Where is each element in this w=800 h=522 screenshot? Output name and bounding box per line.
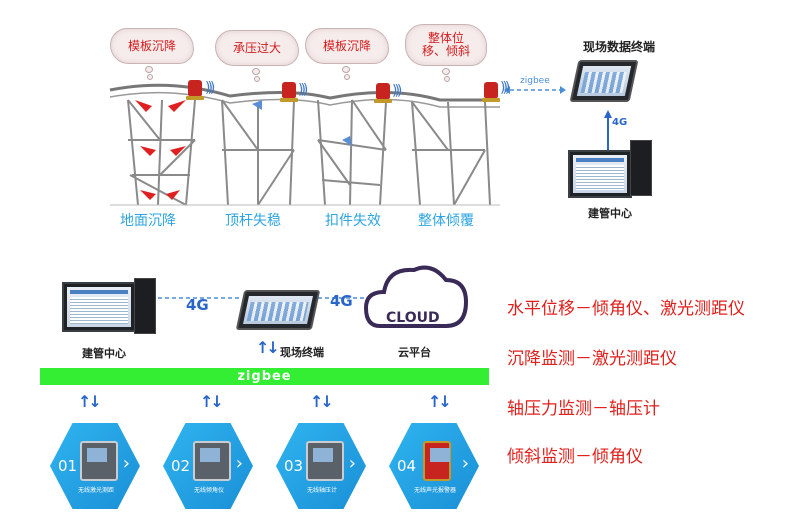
device-hex-1: 01 › 无线激光测距 (50, 423, 140, 509)
field-terminal-tablet (569, 60, 639, 102)
up-down-arrows-icon: ↑↓ (428, 392, 452, 411)
zigbee-link-label: zigbee (520, 76, 550, 86)
chevron-right-icon: › (122, 453, 130, 474)
cloud-logo-text: CLOUD (386, 310, 440, 326)
thought-cloud-1: 模板沉降 (110, 28, 194, 64)
terminal-label: 现场数据终端 (583, 40, 656, 54)
device-hex-3: 03 › 无线轴压计 (276, 423, 366, 509)
center-tower (134, 278, 156, 334)
link-4g-right: 4G (330, 292, 353, 310)
center-tower (630, 140, 652, 196)
device-hex-2: 02 › 无线倾角仪 (163, 423, 253, 509)
up-down-arrows-icon: ↑↓ (310, 392, 334, 411)
scene-label: 整体倾覆 (418, 213, 474, 229)
chevron-right-icon: › (461, 453, 469, 474)
thought-cloud-4: 整体位移、倾斜 (405, 24, 487, 66)
link-4g-label: 4G (612, 117, 628, 128)
center-monitor (62, 282, 136, 332)
wireless-signal-icon: ))) (500, 80, 511, 96)
zigbee-bus: zigbee (40, 368, 489, 385)
up-down-arrows-icon: ↑↓ (200, 392, 224, 411)
thought-bubble (344, 74, 350, 80)
legend-item: 水平位移－倾角仪、激光测距仪 (507, 299, 745, 319)
legend-item: 沉降监测－激光测距仪 (507, 349, 677, 369)
cloud-platform-label: 云平台 (398, 346, 431, 359)
device-hex-4: 04 › 无线声光报警器 (389, 423, 479, 509)
thought-bubble (147, 74, 153, 80)
scene-label: 扣件失效 (325, 213, 381, 229)
alarm-sensor-icon (280, 82, 298, 102)
scene-label: 顶杆失稳 (225, 213, 281, 229)
thought-bubble (444, 76, 450, 82)
chevron-right-icon: › (235, 453, 243, 474)
terminal-label: 现场终端 (280, 346, 324, 359)
thought-bubble (342, 66, 350, 73)
center-label: 建管中心 (588, 207, 632, 220)
up-down-arrows-icon: ↑↓ (78, 392, 102, 411)
chevron-right-icon: › (348, 453, 356, 474)
thought-bubble (254, 76, 260, 82)
center-label: 建管中心 (82, 347, 126, 360)
center-monitor (568, 150, 632, 198)
thought-cloud-2: 承压过大 (215, 30, 299, 66)
field-terminal-tablet (235, 290, 321, 330)
inclinometer-icon (193, 441, 231, 481)
alarm-device-icon (423, 441, 451, 481)
scene-label: 地面沉降 (120, 213, 176, 229)
thought-bubble (442, 68, 450, 75)
legend-item: 倾斜监测－倾角仪 (507, 447, 643, 467)
alarm-sensor-icon (482, 82, 500, 102)
wireless-signal-icon: ))) (205, 80, 216, 96)
wireless-signal-icon: ))) (298, 82, 309, 98)
up-down-arrows-icon: ↑↓ (256, 338, 280, 357)
thought-cloud-3: 模板沉降 (305, 28, 389, 64)
alarm-sensor-icon (186, 80, 204, 100)
thought-bubble (252, 68, 260, 75)
legend-item: 轴压力监测－轴压计 (507, 399, 660, 419)
wireless-signal-icon: ))) (392, 83, 403, 99)
alarm-sensor-icon (374, 83, 392, 103)
laser-rangefinder-icon (80, 441, 118, 481)
axial-pressure-gauge-icon (306, 441, 344, 481)
link-4g-left: 4G (186, 296, 209, 314)
thought-bubble (145, 66, 153, 73)
